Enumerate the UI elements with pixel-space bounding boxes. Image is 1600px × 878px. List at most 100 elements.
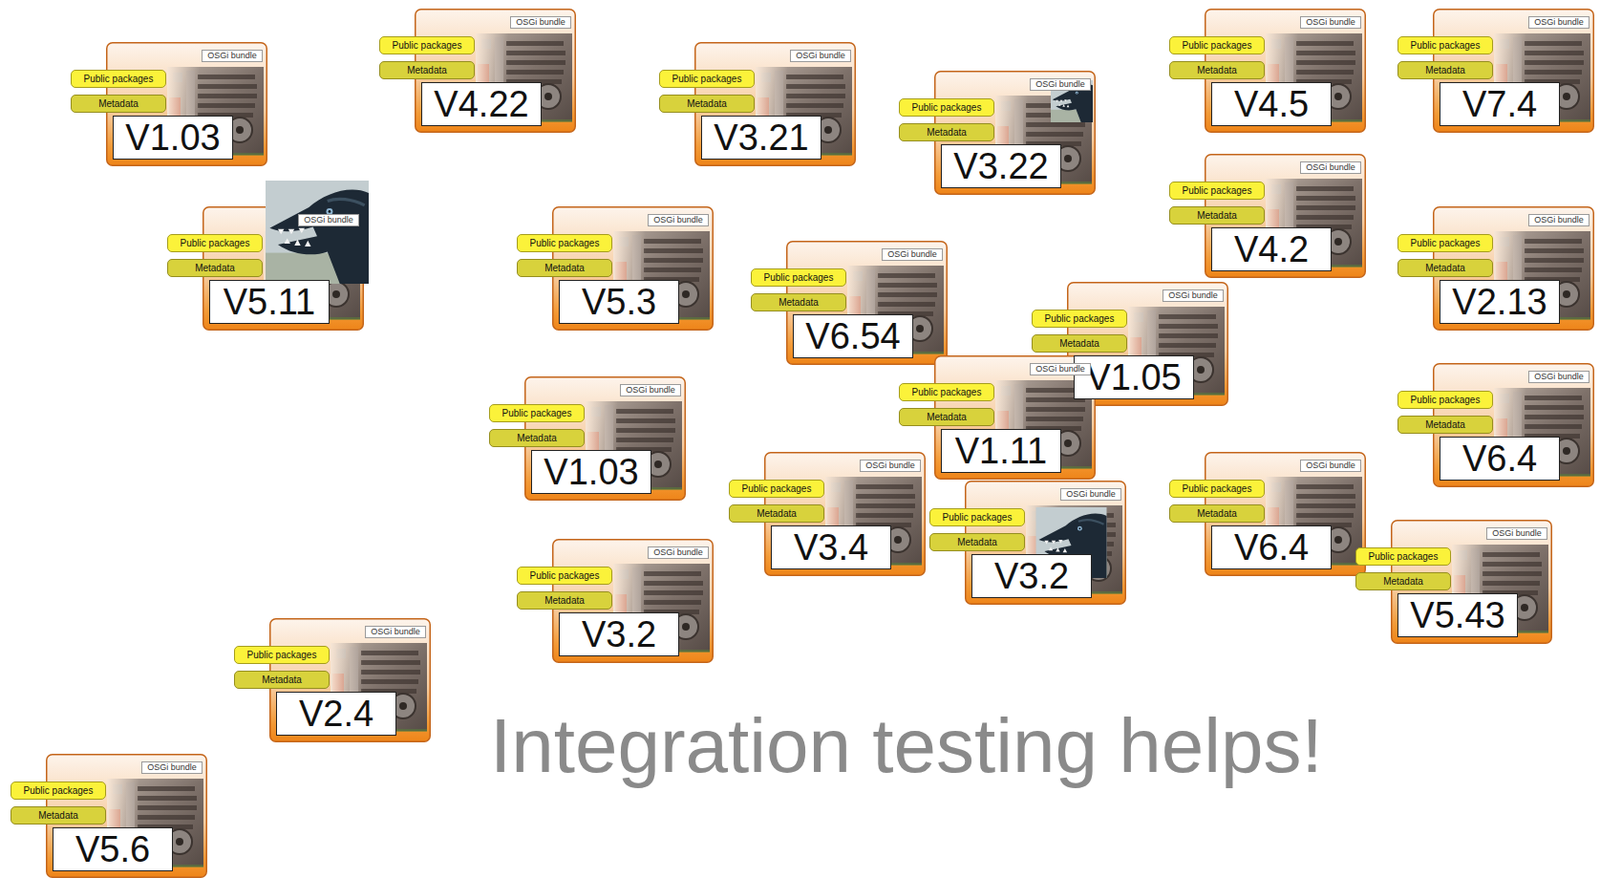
bundle-label-holder: OSGi bundle (1528, 365, 1590, 384)
version-label-holder: V7.4 (1439, 82, 1560, 127)
metadata-tab: Metadata (1355, 572, 1451, 591)
package-tab-holder: Public packages (898, 97, 995, 117)
metadata-tab-holder: Metadata (898, 122, 995, 142)
bundle-label: OSGi bundle (1486, 527, 1548, 540)
package-tab: Public packages (898, 383, 995, 402)
bundle-label: OSGi bundle (1060, 488, 1122, 501)
version-label: V1.05 (1073, 355, 1195, 400)
version-label-holder: V3.2 (971, 554, 1092, 598)
metadata-tab: Metadata (1397, 415, 1494, 434)
metadata-tab-holder: Metadata (659, 93, 755, 113)
package-tab-holder: Public packages (379, 35, 475, 55)
version-label-holder: V3.2 (558, 612, 680, 657)
bundle-label-holder: OSGi bundle (1300, 156, 1362, 174)
bundle-label: OSGi bundle (789, 49, 852, 63)
package-tab-holder: Public packages (234, 644, 330, 664)
version-label: V4.2 (1211, 227, 1332, 272)
package-tab-holder: Public packages (1397, 233, 1494, 253)
dinosaur-picture (265, 179, 369, 285)
metadata-tab: Metadata (1169, 206, 1265, 225)
bundle-label: OSGi bundle (1162, 289, 1224, 302)
version-label-holder: V1.03 (112, 115, 234, 160)
metadata-tab-holder: Metadata (516, 590, 613, 610)
version-label-holder: V2.4 (276, 691, 397, 736)
osgi-bundle: OSGi bundlePublic packagesMetadataV1.03 (70, 42, 268, 167)
package-tab: Public packages (1031, 309, 1128, 328)
package-tab-holder: Public packages (489, 403, 585, 423)
metadata-tab: Metadata (1169, 61, 1265, 80)
metadata-tab: Metadata (10, 806, 107, 825)
osgi-bundle: OSGi bundlePublic packagesMetadataV2.13 (1397, 206, 1595, 331)
version-label-holder: V6.54 (792, 314, 914, 359)
package-tab-holder: Public packages (167, 233, 263, 253)
osgi-bundle: OSGi bundlePublic packagesMetadataV3.4 (728, 451, 926, 576)
version-label-holder: V6.4 (1439, 436, 1560, 481)
package-tab-holder: Public packages (1397, 35, 1494, 55)
metadata-tab-holder: Metadata (1031, 333, 1128, 353)
metadata-tab: Metadata (1031, 334, 1128, 353)
package-tab-holder: Public packages (1169, 478, 1265, 498)
bundle-label: OSGi bundle (1528, 213, 1590, 227)
metadata-tab: Metadata (379, 61, 475, 80)
package-tab-holder: Public packages (1031, 308, 1128, 328)
osgi-bundle: OSGi bundlePublic packagesMetadataV4.22 (379, 8, 576, 133)
osgi-bundle: OSGi bundlePublic packagesMetadataV5.6 (10, 753, 208, 878)
metadata-tab-holder: Metadata (1397, 257, 1494, 278)
version-label: V6.4 (1439, 436, 1560, 481)
metadata-tab-holder: Metadata (1355, 571, 1451, 591)
package-tab: Public packages (750, 268, 847, 287)
package-tab: Public packages (1397, 234, 1494, 253)
bundle-label: OSGi bundle (141, 761, 203, 774)
version-label: V1.03 (112, 115, 234, 160)
bundle-label: OSGi bundle (1300, 459, 1362, 472)
version-label-holder: V3.22 (940, 144, 1062, 189)
version-label-holder: V6.4 (1211, 525, 1332, 570)
version-label: V5.43 (1397, 593, 1518, 638)
osgi-bundle: OSGi bundlePublic packagesMetadataV6.4 (1169, 451, 1366, 576)
bundle-label-holder: OSGi bundle (1029, 73, 1091, 91)
metadata-tab-holder: Metadata (234, 669, 330, 689)
version-label: V7.4 (1439, 82, 1560, 127)
package-tab-holder: Public packages (10, 780, 107, 800)
osgi-bundle: OSGi bundlePublic packagesMetadataV5.3 (516, 206, 714, 331)
package-tab: Public packages (10, 781, 107, 800)
package-tab: Public packages (1397, 36, 1494, 55)
metadata-tab-holder: Metadata (1169, 503, 1265, 523)
bundle-label-holder: OSGi bundle (647, 209, 709, 227)
metadata-tab-holder: Metadata (516, 257, 613, 278)
bundle-label-holder: OSGi bundle (789, 44, 852, 63)
package-tab: Public packages (728, 479, 825, 498)
bundle-label: OSGi bundle (1029, 78, 1091, 91)
bundle-label: OSGi bundle (298, 213, 360, 227)
bundle-label: OSGi bundle (647, 546, 709, 559)
caption: Integration testing helps! (490, 702, 1323, 790)
bundle-label: OSGi bundle (1528, 16, 1590, 29)
osgi-bundle: OSGi bundlePublic packagesMetadataV2.4 (234, 618, 431, 743)
version-label-holder: V4.2 (1211, 227, 1332, 272)
package-tab-holder: Public packages (1397, 389, 1494, 409)
metadata-tab-holder: Metadata (1169, 60, 1265, 80)
bundle-label-holder: OSGi bundle (1528, 209, 1590, 227)
package-tab-holder: Public packages (929, 507, 1025, 527)
metadata-tab: Metadata (929, 533, 1025, 552)
package-tab: Public packages (167, 234, 263, 253)
version-label-holder: V1.05 (1073, 355, 1195, 400)
version-label: V4.22 (421, 82, 542, 127)
version-label: V3.22 (940, 144, 1062, 189)
version-label: V1.11 (940, 428, 1062, 473)
metadata-tab: Metadata (728, 504, 825, 523)
package-tab: Public packages (1169, 479, 1265, 498)
package-tab-holder: Public packages (516, 233, 613, 253)
version-label: V4.5 (1211, 82, 1332, 127)
version-label: V1.03 (531, 449, 652, 494)
version-label-holder: V4.22 (421, 82, 542, 127)
package-tab: Public packages (516, 566, 613, 585)
bundle-label: OSGi bundle (881, 248, 943, 261)
package-tab-holder: Public packages (1355, 546, 1451, 566)
metadata-tab-holder: Metadata (1397, 60, 1494, 80)
bundle-label: OSGi bundle (510, 16, 572, 29)
metadata-tab-holder: Metadata (489, 427, 585, 448)
osgi-bundle: OSGi bundlePublic packagesMetadataV5.43 (1355, 519, 1553, 644)
bundle-label: OSGi bundle (364, 625, 427, 639)
metadata-tab-holder: Metadata (379, 60, 475, 80)
